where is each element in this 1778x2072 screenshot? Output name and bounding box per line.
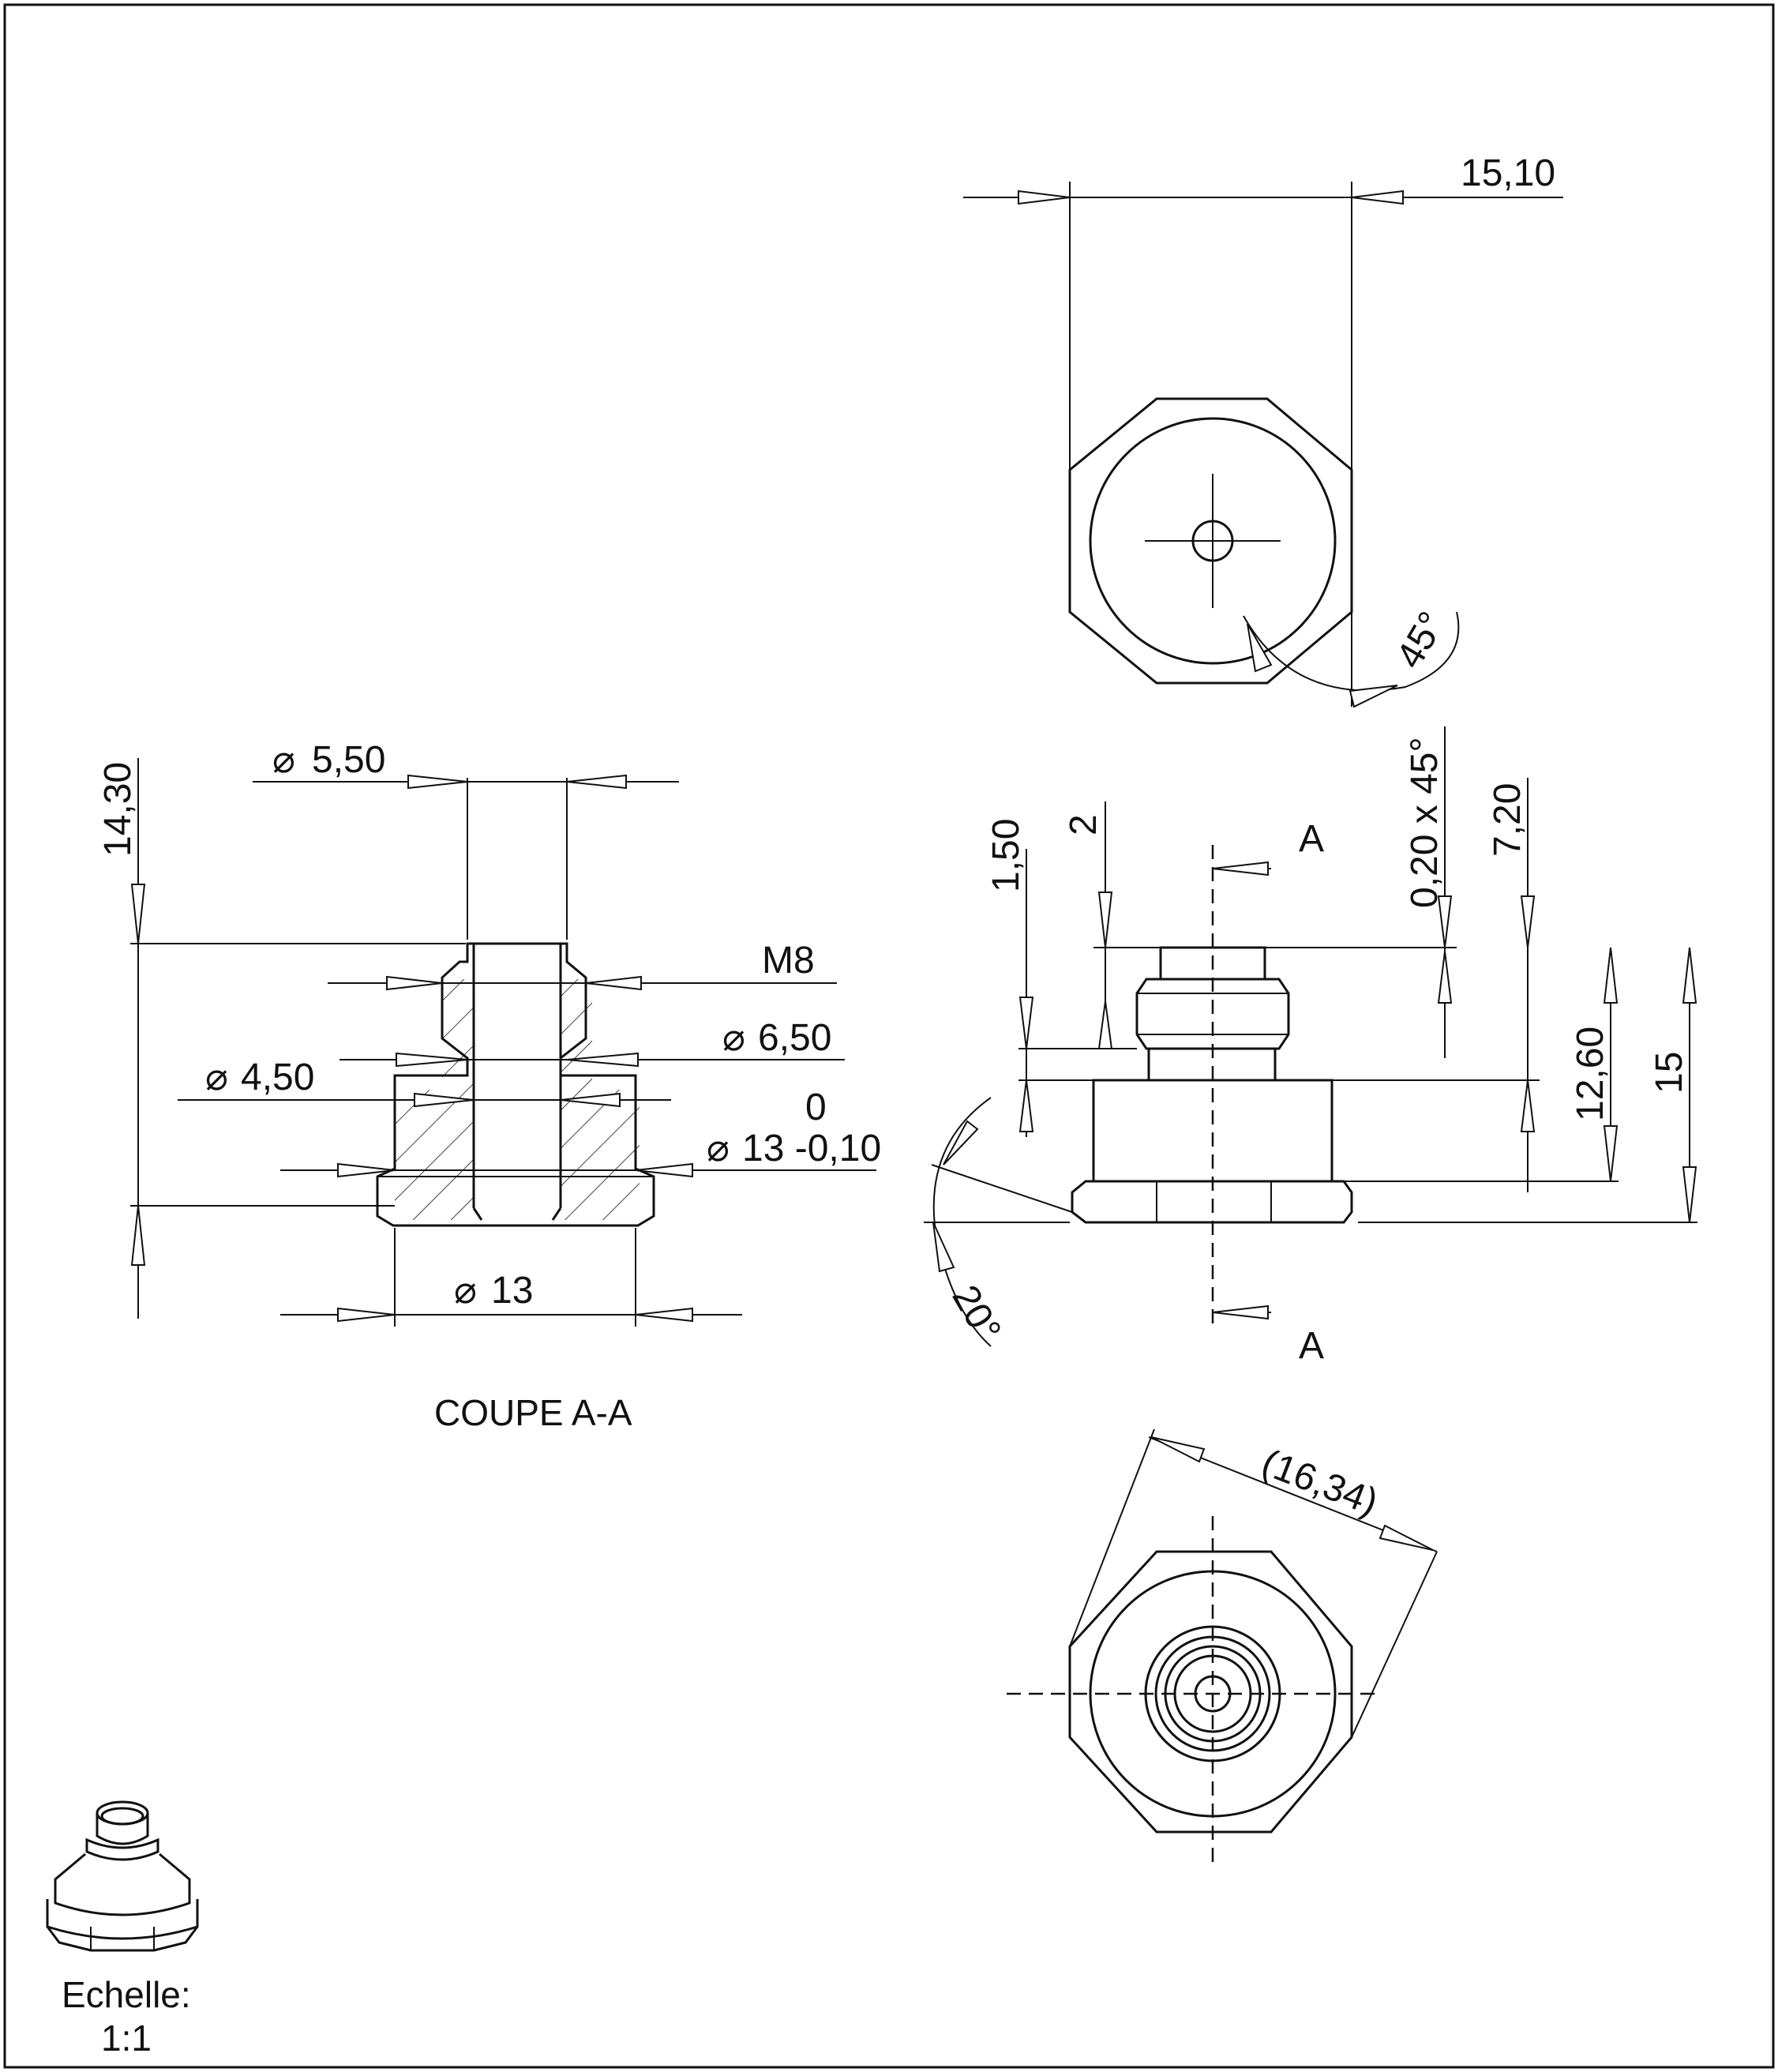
dim-thread: M8 — [762, 940, 815, 982]
diameter-symbol-icon: ⌀ — [722, 1017, 745, 1059]
top-view-circle — [1089, 417, 1337, 665]
dim-diameter-450: 4,50 — [241, 1057, 314, 1098]
section-mark-bottom: A — [1299, 1325, 1324, 1367]
dim-diameter-tol: 13 -0,10 — [742, 1128, 881, 1169]
dim-150: 1,50 — [985, 819, 1027, 892]
front-view: A A 1,50 2 0,20 x 45° 7,20 — [924, 726, 1697, 1367]
page-frame — [3, 3, 1775, 2069]
scale-label: Echelle: — [62, 1974, 191, 2015]
diameter-symbol-icon: ⌀ — [205, 1057, 228, 1098]
diameter-symbol-icon: ⌀ — [707, 1128, 730, 1169]
section-mark-top: A — [1299, 818, 1324, 860]
scale-value: 1:1 — [101, 2018, 152, 2059]
section-hatch — [395, 979, 640, 1220]
top-view-octagon — [1068, 397, 1353, 685]
diameter-symbol-icon: ⌀ — [454, 1270, 477, 1312]
dim-2: 2 — [1063, 814, 1105, 835]
dim-720: 7,20 — [1487, 783, 1529, 857]
dim-1260: 12,60 — [1570, 1027, 1611, 1121]
dim-diameter-13: 13 — [491, 1270, 533, 1312]
dim-diameter-650: 6,50 — [758, 1017, 831, 1059]
dim-angle-20: 20° — [943, 1278, 1008, 1349]
dim-bore-diameter: 5,50 — [312, 739, 385, 781]
bottom-view-octagon — [1068, 1550, 1353, 1834]
isometric-thumbnail — [46, 1800, 199, 1952]
dim-15: 15 — [1649, 1052, 1690, 1094]
section-outline — [376, 942, 655, 1227]
bottom-view: (16,34) — [1007, 1428, 1438, 1864]
dim-tolerance-upper: 0 — [805, 1087, 827, 1128]
section-caption: COUPE A-A — [434, 1392, 632, 1433]
dim-chamfer: 0,20 x 45° — [1404, 737, 1446, 908]
dim-top-width: 15,10 — [1461, 152, 1555, 194]
top-view: 15,10 45° — [963, 152, 1563, 708]
section-view: ⌀ 5,50 14,30 M8 ⌀ 6,50 ⌀ 4,50 0 ⌀ 13 -0,… — [97, 739, 881, 1433]
dim-overall-height: 14,30 — [97, 762, 139, 857]
diameter-symbol-icon: ⌀ — [272, 739, 295, 781]
dim-across-corners: (16,34) — [1256, 1442, 1383, 1524]
